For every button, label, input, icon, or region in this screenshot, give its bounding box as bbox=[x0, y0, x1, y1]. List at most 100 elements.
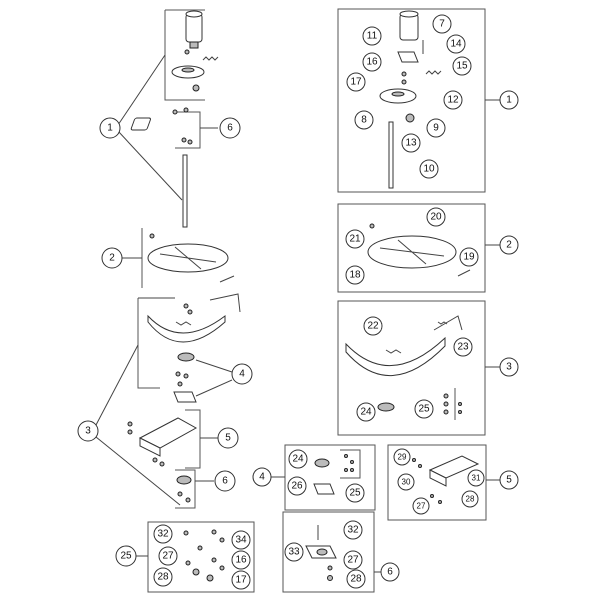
spring bbox=[425, 70, 442, 75]
callout-9 bbox=[426, 118, 446, 138]
washer bbox=[443, 401, 449, 407]
nut bbox=[187, 139, 193, 145]
left-gasket-group bbox=[173, 352, 233, 403]
callout-10 bbox=[419, 159, 439, 179]
left-motor-group bbox=[164, 9, 219, 101]
detail-6-box bbox=[282, 511, 375, 593]
callout-2-left bbox=[101, 247, 123, 269]
nut bbox=[181, 137, 187, 143]
bolt bbox=[197, 545, 203, 551]
callout-28-kit bbox=[153, 567, 173, 587]
callout-23 bbox=[453, 337, 473, 357]
leader-3a bbox=[95, 344, 139, 426]
screw bbox=[458, 402, 462, 406]
callout-27-detail6 bbox=[343, 550, 363, 570]
hardware-kit-box bbox=[147, 521, 255, 593]
motor-shaft bbox=[189, 41, 199, 49]
pin bbox=[457, 269, 471, 277]
detail-2-box bbox=[337, 203, 486, 293]
bolt bbox=[175, 371, 181, 377]
nut bbox=[152, 457, 158, 463]
left-bracket-group bbox=[130, 107, 201, 149]
callout-4-left bbox=[231, 363, 253, 385]
washer bbox=[184, 49, 190, 55]
callout-17-kit bbox=[231, 570, 251, 590]
mount-plate bbox=[130, 117, 151, 131]
nut bbox=[192, 568, 200, 576]
bearing-bracket bbox=[175, 469, 196, 509]
callout-13 bbox=[401, 133, 421, 153]
callout-7 bbox=[432, 14, 452, 34]
callout-31-label: 31 bbox=[472, 474, 481, 483]
drive-shaft bbox=[388, 121, 394, 189]
callout-21-label: 21 bbox=[349, 234, 361, 245]
screw bbox=[211, 529, 217, 535]
callout-4-right-label: 4 bbox=[259, 472, 265, 483]
callout-25-detail3-label: 25 bbox=[418, 404, 430, 415]
nut bbox=[430, 494, 434, 498]
hardware-bracket bbox=[340, 449, 361, 479]
leader-1b bbox=[117, 130, 183, 201]
gasket-round bbox=[314, 458, 330, 468]
callout-22-label: 22 bbox=[367, 321, 379, 332]
bolt bbox=[127, 429, 133, 435]
hopper-bracket bbox=[137, 298, 160, 389]
adjust-rod bbox=[433, 315, 463, 331]
left-hopper-group bbox=[137, 293, 241, 389]
washer bbox=[185, 560, 191, 566]
callout-26 bbox=[287, 476, 307, 496]
nut bbox=[405, 113, 415, 123]
callout-16-kit-label: 16 bbox=[235, 555, 247, 566]
callout-32-kit bbox=[153, 524, 173, 544]
callout-21 bbox=[345, 229, 365, 249]
callout-6-lower-label: 6 bbox=[222, 476, 228, 487]
callout-19-label: 19 bbox=[463, 252, 475, 263]
callout-1-right-label: 1 bbox=[506, 95, 512, 106]
screw bbox=[211, 557, 217, 563]
callout-6-right-label: 6 bbox=[387, 567, 393, 578]
callout-15 bbox=[452, 56, 472, 76]
bolt bbox=[183, 303, 189, 309]
callout-18-label: 18 bbox=[349, 270, 361, 281]
callout-16-kit bbox=[231, 550, 251, 570]
bolt bbox=[443, 393, 449, 399]
callout-14 bbox=[446, 34, 466, 54]
nut bbox=[177, 381, 183, 387]
callout-6-upper-label: 6 bbox=[227, 123, 233, 134]
detail-4-parts bbox=[313, 449, 361, 495]
washer bbox=[327, 565, 333, 571]
callout-30 bbox=[397, 473, 415, 491]
callout-28-detail6 bbox=[346, 569, 366, 589]
bolt bbox=[183, 107, 189, 113]
callout-11 bbox=[362, 26, 382, 46]
bolt bbox=[344, 454, 348, 458]
callout-30-label: 30 bbox=[402, 478, 411, 487]
callout-4-left-label: 4 bbox=[239, 369, 245, 380]
callout-7-label: 7 bbox=[439, 19, 445, 30]
callout-29 bbox=[393, 448, 411, 466]
callout-6-upper bbox=[219, 117, 241, 139]
callout-12 bbox=[443, 90, 463, 110]
mount-bracket-box bbox=[185, 409, 201, 469]
hopper-deflector bbox=[147, 314, 226, 343]
callout-16-label: 16 bbox=[366, 57, 378, 68]
pin bbox=[219, 275, 235, 283]
detail-5-parts bbox=[412, 455, 480, 504]
callout-28-detail5-label: 28 bbox=[466, 495, 475, 504]
callout-31 bbox=[467, 469, 485, 487]
spring bbox=[202, 56, 219, 61]
bearing bbox=[316, 548, 328, 556]
drive-shaft bbox=[182, 154, 188, 228]
washer bbox=[401, 79, 407, 85]
callout-3-right-label: 3 bbox=[506, 362, 512, 373]
motor-cap bbox=[399, 10, 419, 18]
callout-2-right-label: 2 bbox=[506, 240, 512, 251]
gasket-round bbox=[177, 352, 195, 362]
spinner-fins bbox=[379, 239, 445, 265]
hardware-6-bracket bbox=[175, 111, 201, 149]
bolt bbox=[350, 460, 354, 464]
motor-cap bbox=[185, 10, 203, 18]
deflector-bracket bbox=[385, 349, 402, 354]
callout-27-detail5 bbox=[412, 497, 430, 515]
